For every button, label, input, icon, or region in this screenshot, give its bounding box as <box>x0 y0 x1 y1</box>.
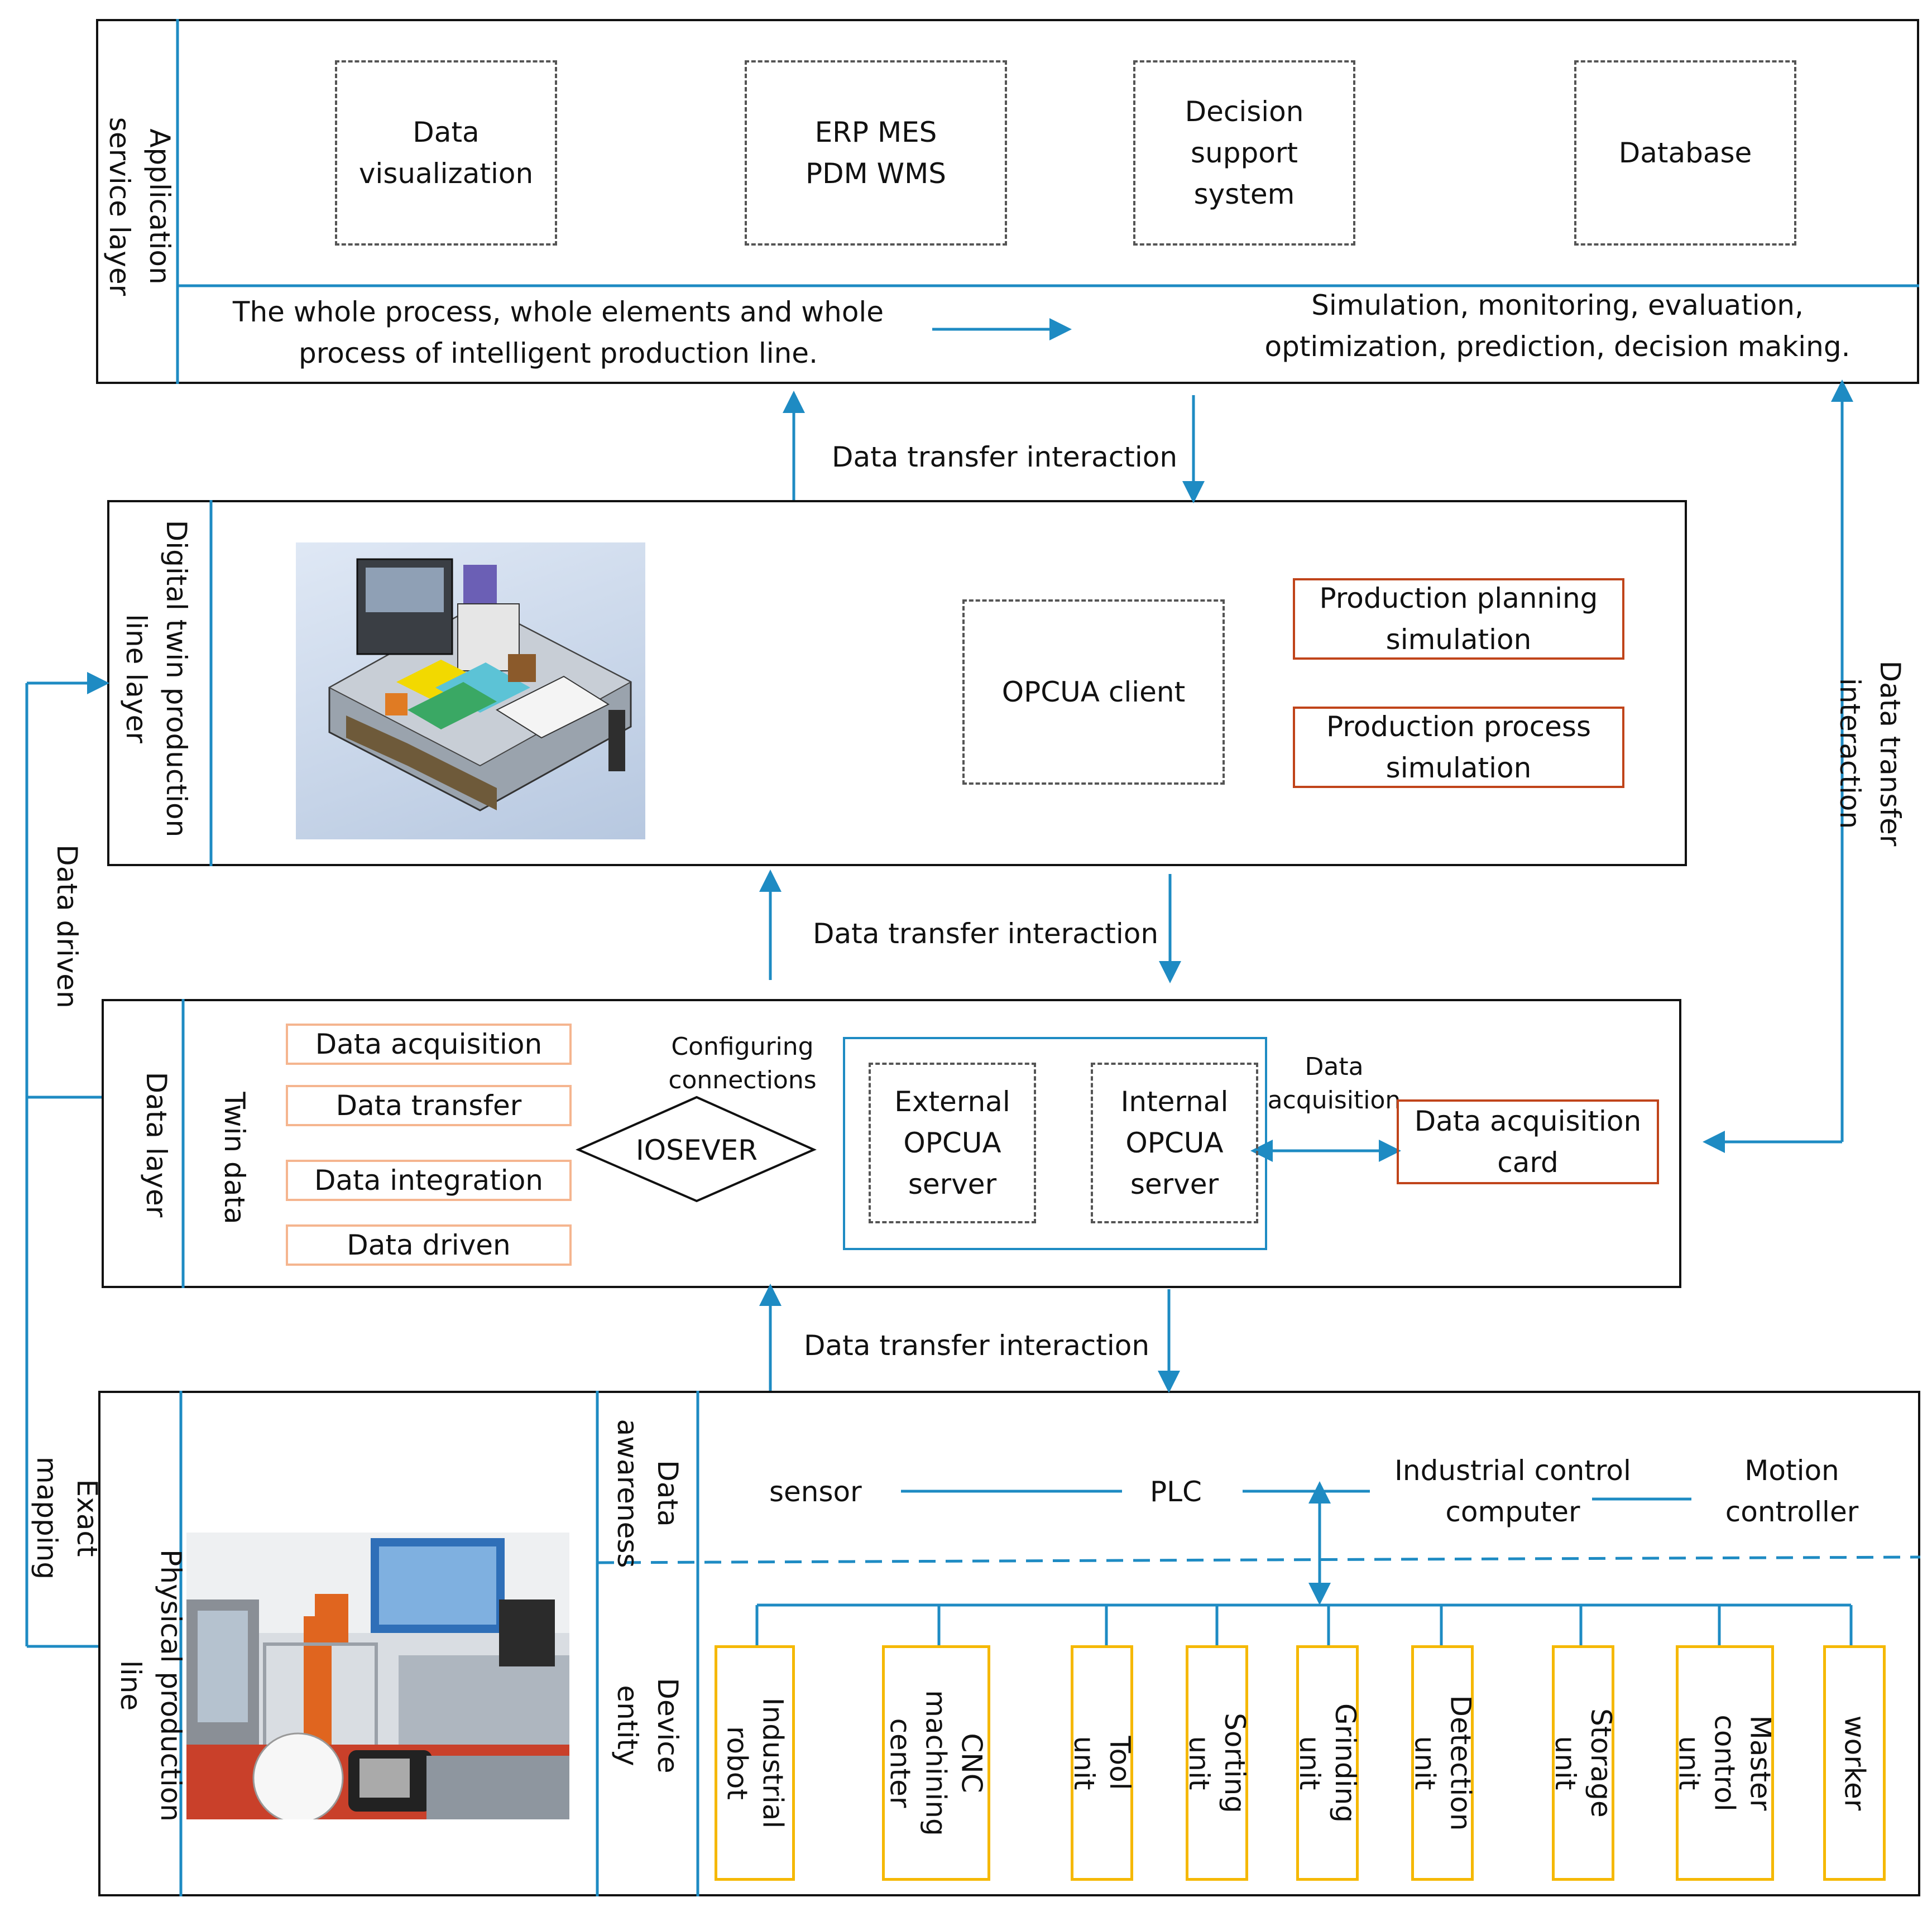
simulation-text: Simulation, monitoring, evaluation, opti… <box>1264 289 1850 363</box>
data-driven-item: Data driven <box>286 1224 572 1266</box>
tool-unit: Tool unit <box>1068 1645 1136 1881</box>
configuring-connections-label: Configuring connections <box>668 1032 817 1094</box>
detection-unit: Detection unit <box>1408 1645 1476 1881</box>
data-awareness-label: Data awareness <box>611 1419 684 1568</box>
database-box: Database <box>1574 60 1796 246</box>
master-control-unit: Master control unit <box>1673 1645 1777 1881</box>
whole-process-text: The whole process, whole elements and wh… <box>232 296 884 369</box>
erp-mes-box: ERP MES PDM WMS <box>745 60 1007 246</box>
data-driven-label: Data driven <box>51 844 83 1008</box>
transfer-label-3: Data transfer interaction <box>804 1329 1150 1362</box>
storage-unit: Storage unit <box>1549 1645 1617 1881</box>
production-planning-simulation-box: Production planning simulation <box>1293 578 1624 660</box>
industrial-control-computer-label: Industrial control computer <box>1394 1454 1631 1528</box>
sorting-unit: Sorting unit <box>1183 1645 1251 1881</box>
exact-mapping-label: Exact mapping <box>31 1456 103 1580</box>
transfer-label-2: Data transfer interaction <box>813 918 1159 950</box>
grinding-unit: Grinding unit <box>1293 1645 1361 1881</box>
iosever-label: IOSEVER <box>636 1134 758 1166</box>
data-acquisition-card-box: Data acquisition card <box>1397 1099 1659 1184</box>
data-integration-item: Data integration <box>286 1160 572 1201</box>
digital-twin-layer-label: Digital twin production line layer <box>120 520 193 838</box>
plc-label: PLC <box>1150 1476 1202 1508</box>
cnc-machining-center-unit: CNC machining center <box>882 1645 990 1881</box>
data-acquisition-small-label: Data acquisition <box>1267 1053 1401 1115</box>
data-transfer-item: Data transfer <box>286 1085 572 1126</box>
external-opcua-server-box: External OPCUA server <box>869 1063 1036 1223</box>
physical-line-photo <box>186 1533 569 1819</box>
data-acquisition-item: Data acquisition <box>286 1024 572 1065</box>
sensor-label: sensor <box>769 1476 862 1508</box>
opcua-client-box: OPCUA client <box>962 599 1225 785</box>
right-transfer-interaction-label: Data transfer interaction <box>1834 660 1906 847</box>
iosever-diamond <box>576 1096 817 1203</box>
data-visualization-box: Data visualization <box>335 60 557 246</box>
application-service-layer <box>96 19 1919 384</box>
worker-unit: worker <box>1823 1645 1886 1881</box>
digital-twin-3d-model-image <box>296 542 645 839</box>
data-layer-label: Data layer <box>140 1072 172 1218</box>
application-layer-label: Application service layer <box>103 117 176 296</box>
motion-controller-label: Motion controller <box>1725 1454 1859 1528</box>
opcua-server-group <box>843 1037 1267 1250</box>
internal-opcua-server-box: Internal OPCUA server <box>1091 1063 1258 1223</box>
physical-layer-label: Physical production line <box>114 1549 187 1822</box>
twin-data-label: Twin data <box>218 1092 251 1224</box>
decision-support-box: Decision support system <box>1133 60 1355 246</box>
production-process-simulation-box: Production process simulation <box>1293 707 1624 788</box>
industrial-robot-unit: Industrial robot <box>715 1645 795 1881</box>
transfer-label-1: Data transfer interaction <box>832 441 1178 473</box>
data-layer <box>102 999 1681 1288</box>
device-entity-label: Device entity <box>611 1678 684 1774</box>
